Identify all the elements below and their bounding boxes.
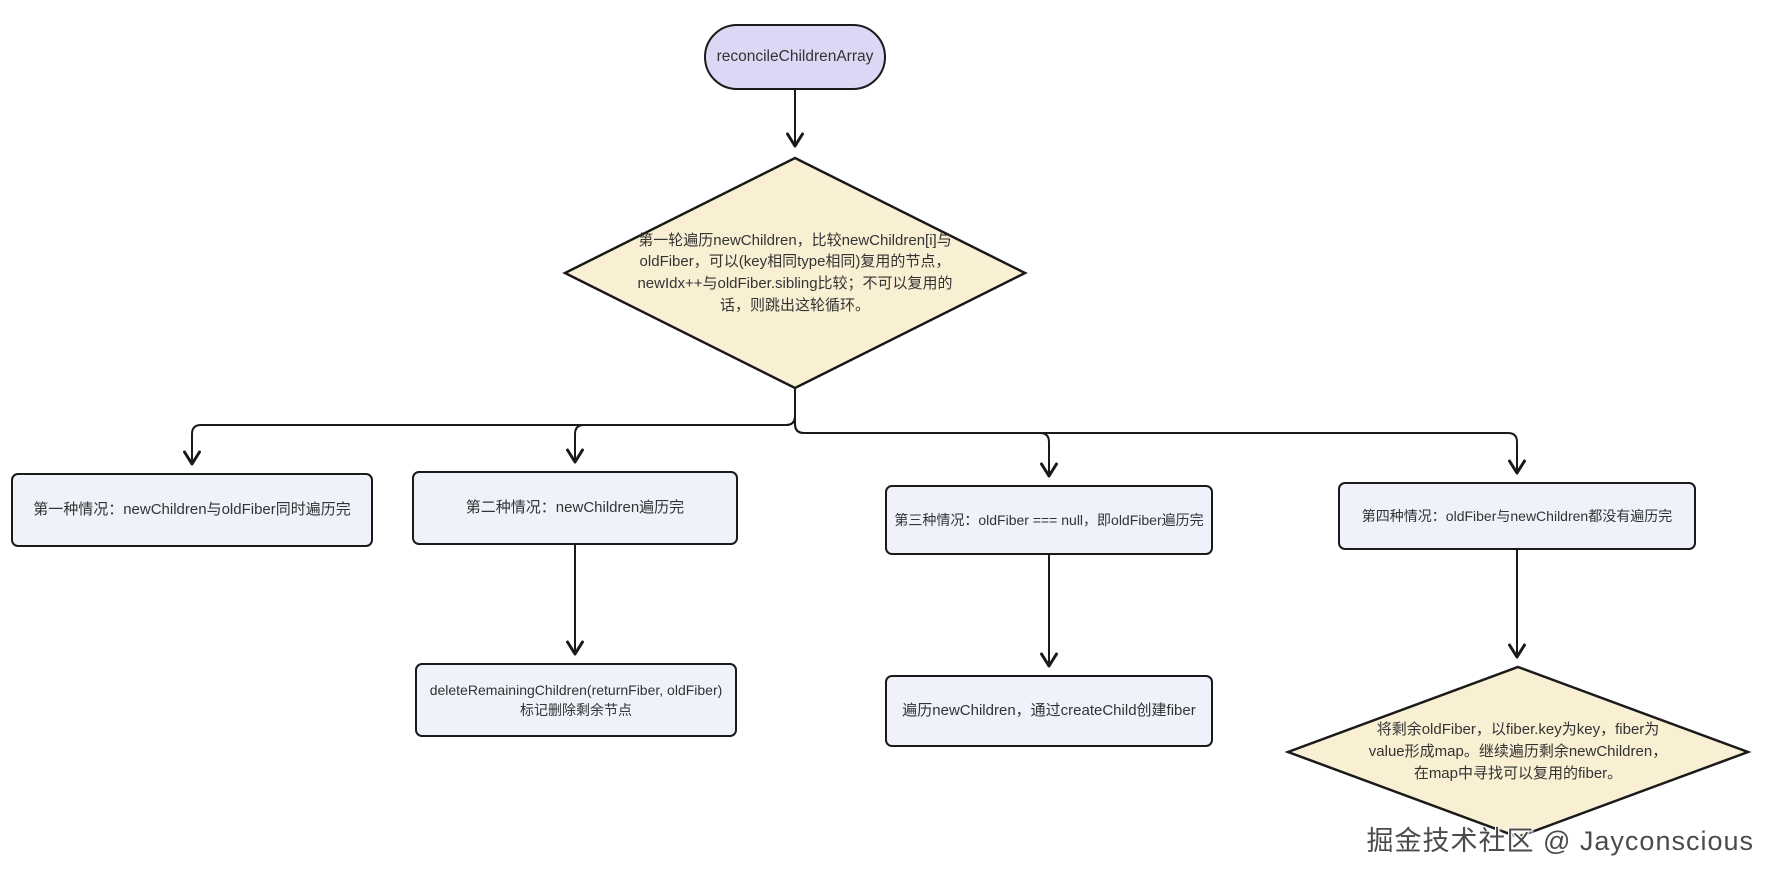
start-node-shape (704, 24, 886, 90)
decision2-shape (1284, 665, 1752, 839)
decision1-shape (562, 156, 1028, 390)
create-child-shape (885, 675, 1213, 747)
delete-remaining-shape (415, 663, 737, 737)
watermark: 掘金技术社区 @ Jayconscious (1366, 826, 1754, 856)
edge-decision-to-case4 (794, 388, 1526, 475)
edge-decision-to-case2 (566, 388, 796, 464)
case3-shape (885, 485, 1213, 555)
case2-shape (412, 471, 738, 545)
case1-shape (11, 473, 373, 547)
case4-shape (1338, 482, 1696, 550)
